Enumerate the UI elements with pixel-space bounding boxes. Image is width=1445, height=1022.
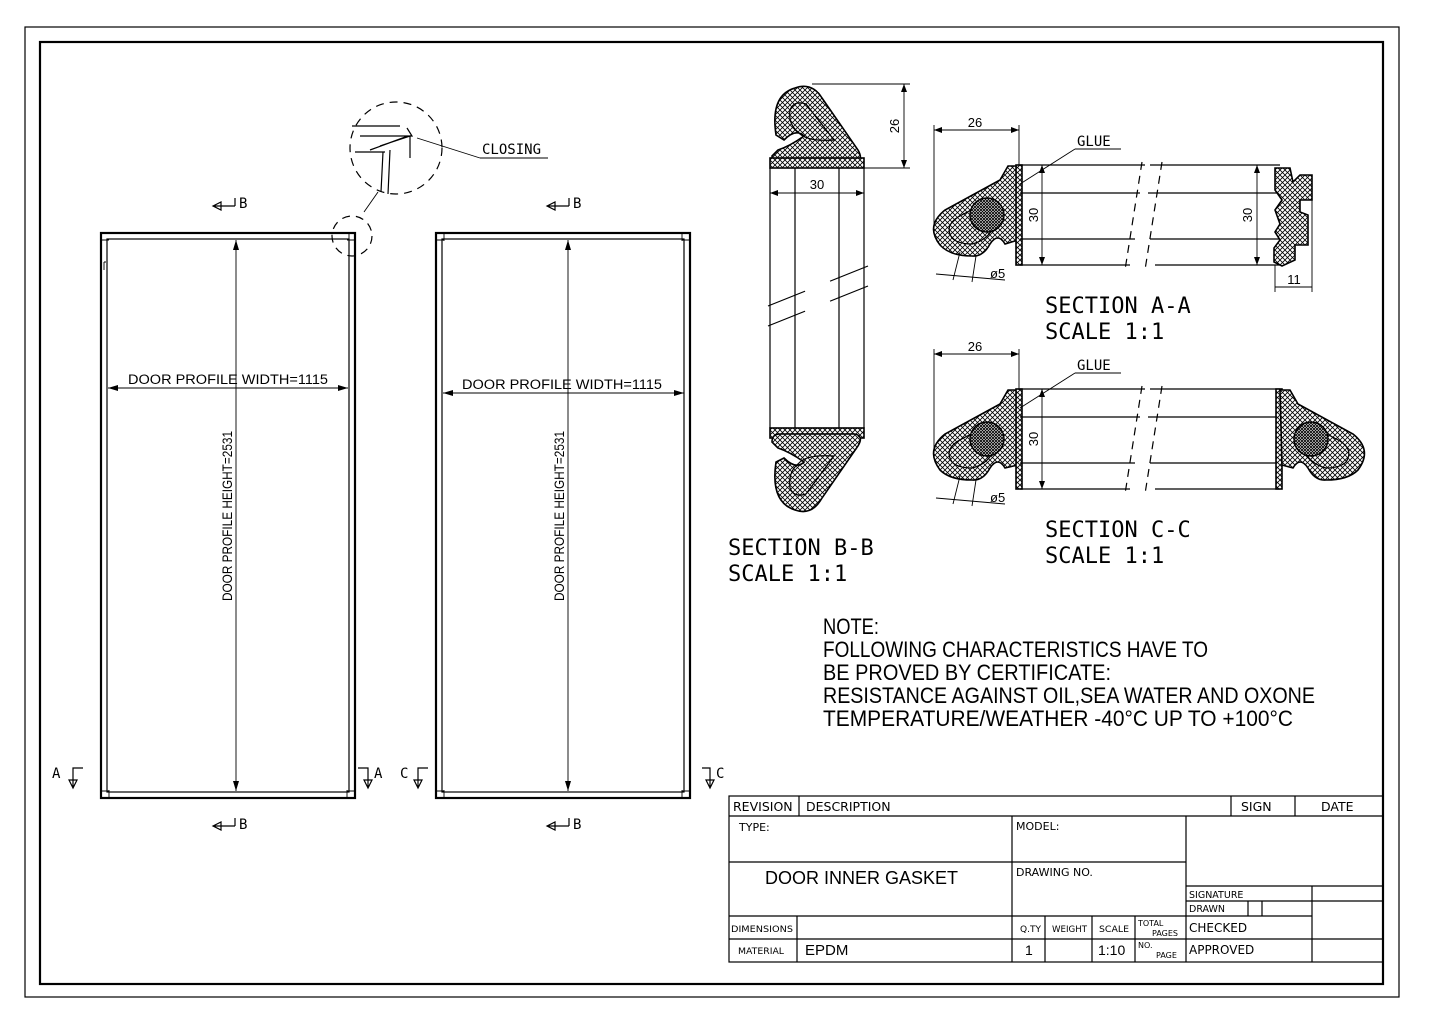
right-door-view: DOOR PROFILE WIDTH=1115 DOOR PROFILE HEI…: [434, 231, 692, 800]
closing-label: CLOSING: [482, 142, 541, 158]
aa-dim-height-left: 30: [1026, 208, 1041, 222]
tb-no-label: NO.: [1138, 941, 1153, 950]
tb-drawing-no-label: DRAWING NO.: [1016, 866, 1093, 879]
aa-title: SECTION A-A: [1045, 294, 1191, 319]
tb-material-value: EPDM: [805, 942, 848, 959]
right-width-label: DOOR PROFILE WIDTH=1115: [462, 377, 662, 392]
tb-description: DESCRIPTION: [806, 799, 891, 814]
cc-glue-label: GLUE: [1077, 358, 1111, 374]
svg-text:B: B: [239, 196, 247, 212]
cc-scale: SCALE 1:1: [1045, 544, 1164, 569]
tb-material-label: MATERIAL: [738, 947, 784, 957]
tb-revision: REVISION: [733, 799, 793, 814]
bb-title: SECTION B-B: [728, 536, 874, 561]
cc-dim-height: 30: [1026, 432, 1041, 446]
tb-qty-label: Q.TY: [1020, 925, 1041, 935]
left-height-label: DOOR PROFILE HEIGHT=2531: [220, 431, 235, 601]
bb-dim-width: 30: [810, 177, 824, 192]
svg-text:A: A: [374, 766, 383, 782]
tb-page-label: PAGE: [1156, 951, 1177, 960]
tb-qty-value: 1: [1025, 942, 1033, 958]
aa-dim-height-right: 30: [1240, 208, 1255, 222]
cc-dim-top: 26: [968, 339, 982, 354]
note-line-3: RESISTANCE AGAINST OIL,SEA WATER AND OXO…: [823, 683, 1315, 708]
outer-border: [24, 26, 1400, 998]
section-cc: 26 30 ø5 GLUE SECTION C-C SCALE 1:1: [932, 339, 1366, 569]
aa-glue-label: GLUE: [1077, 134, 1111, 150]
svg-text:C: C: [716, 766, 724, 782]
left-door-view: DOOR PROFILE WIDTH=1115 DOOR PROFILE HEI…: [99, 215, 373, 800]
tb-drawn: DRAWN: [1189, 904, 1225, 915]
aa-dim-top: 26: [968, 115, 982, 130]
svg-text:B: B: [239, 817, 247, 833]
tb-model-label: MODEL:: [1016, 820, 1059, 833]
tb-type-value: DOOR INNER GASKET: [765, 868, 958, 888]
tb-type-label: TYPE:: [738, 821, 770, 834]
tb-total-label: TOTAL: [1137, 919, 1164, 928]
bb-scale: SCALE 1:1: [728, 562, 847, 587]
tb-sign: SIGN: [1241, 799, 1272, 814]
bb-dim-height: 26: [887, 119, 902, 133]
aa-dim-right-width: 11: [1287, 272, 1301, 287]
svg-text:A: A: [52, 766, 61, 782]
tb-approved: APPROVED: [1189, 943, 1254, 957]
tb-scale-label: SCALE: [1099, 925, 1129, 935]
left-width-label: DOOR PROFILE WIDTH=1115: [128, 372, 328, 387]
inner-border: [38, 40, 1385, 986]
tb-pages-label: PAGES: [1152, 929, 1178, 938]
note-line-0: NOTE:: [823, 614, 879, 639]
tb-signature: SIGNATURE: [1189, 890, 1243, 901]
cc-dim-dia: ø5: [990, 490, 1005, 505]
closing-detail: CLOSING: [349, 101, 548, 213]
note-line-2: BE PROVED BY CERTIFICATE:: [823, 660, 1111, 685]
svg-text:B: B: [573, 817, 581, 833]
section-aa: 26 30 30 11 ø5 GLUE SECTION A-A SCALE 1:…: [932, 115, 1313, 345]
aa-scale: SCALE 1:1: [1045, 320, 1164, 345]
svg-text:C: C: [400, 766, 408, 782]
section-bb: 30 26 SECTION B-B SCALE 1:1: [728, 83, 910, 587]
cut-markers-right: B B C C: [400, 196, 724, 833]
right-height-label: DOOR PROFILE HEIGHT=2531: [552, 431, 567, 601]
tb-dimensions: DIMENSIONS: [731, 925, 793, 935]
cut-markers-left: B B A A: [52, 196, 383, 833]
tb-weight-label: WEIGHT: [1052, 925, 1088, 935]
note-line-1: FOLLOWING CHARACTERISTICS HAVE TO: [823, 637, 1208, 662]
tb-date: DATE: [1321, 799, 1354, 814]
svg-text:B: B: [573, 196, 581, 212]
cc-title: SECTION C-C: [1045, 518, 1191, 543]
aa-dim-dia: ø5: [990, 266, 1005, 281]
title-block: REVISION DESCRIPTION SIGN DATE TYPE: DOO…: [728, 795, 1384, 963]
note-line-4: TEMPERATURE/WEATHER -40°C UP TO +100°C: [823, 706, 1293, 731]
tb-scale-value: 1:10: [1098, 942, 1125, 958]
note-block: NOTE: FOLLOWING CHARACTERISTICS HAVE TO …: [823, 614, 1315, 731]
tb-checked: CHECKED: [1189, 921, 1247, 935]
